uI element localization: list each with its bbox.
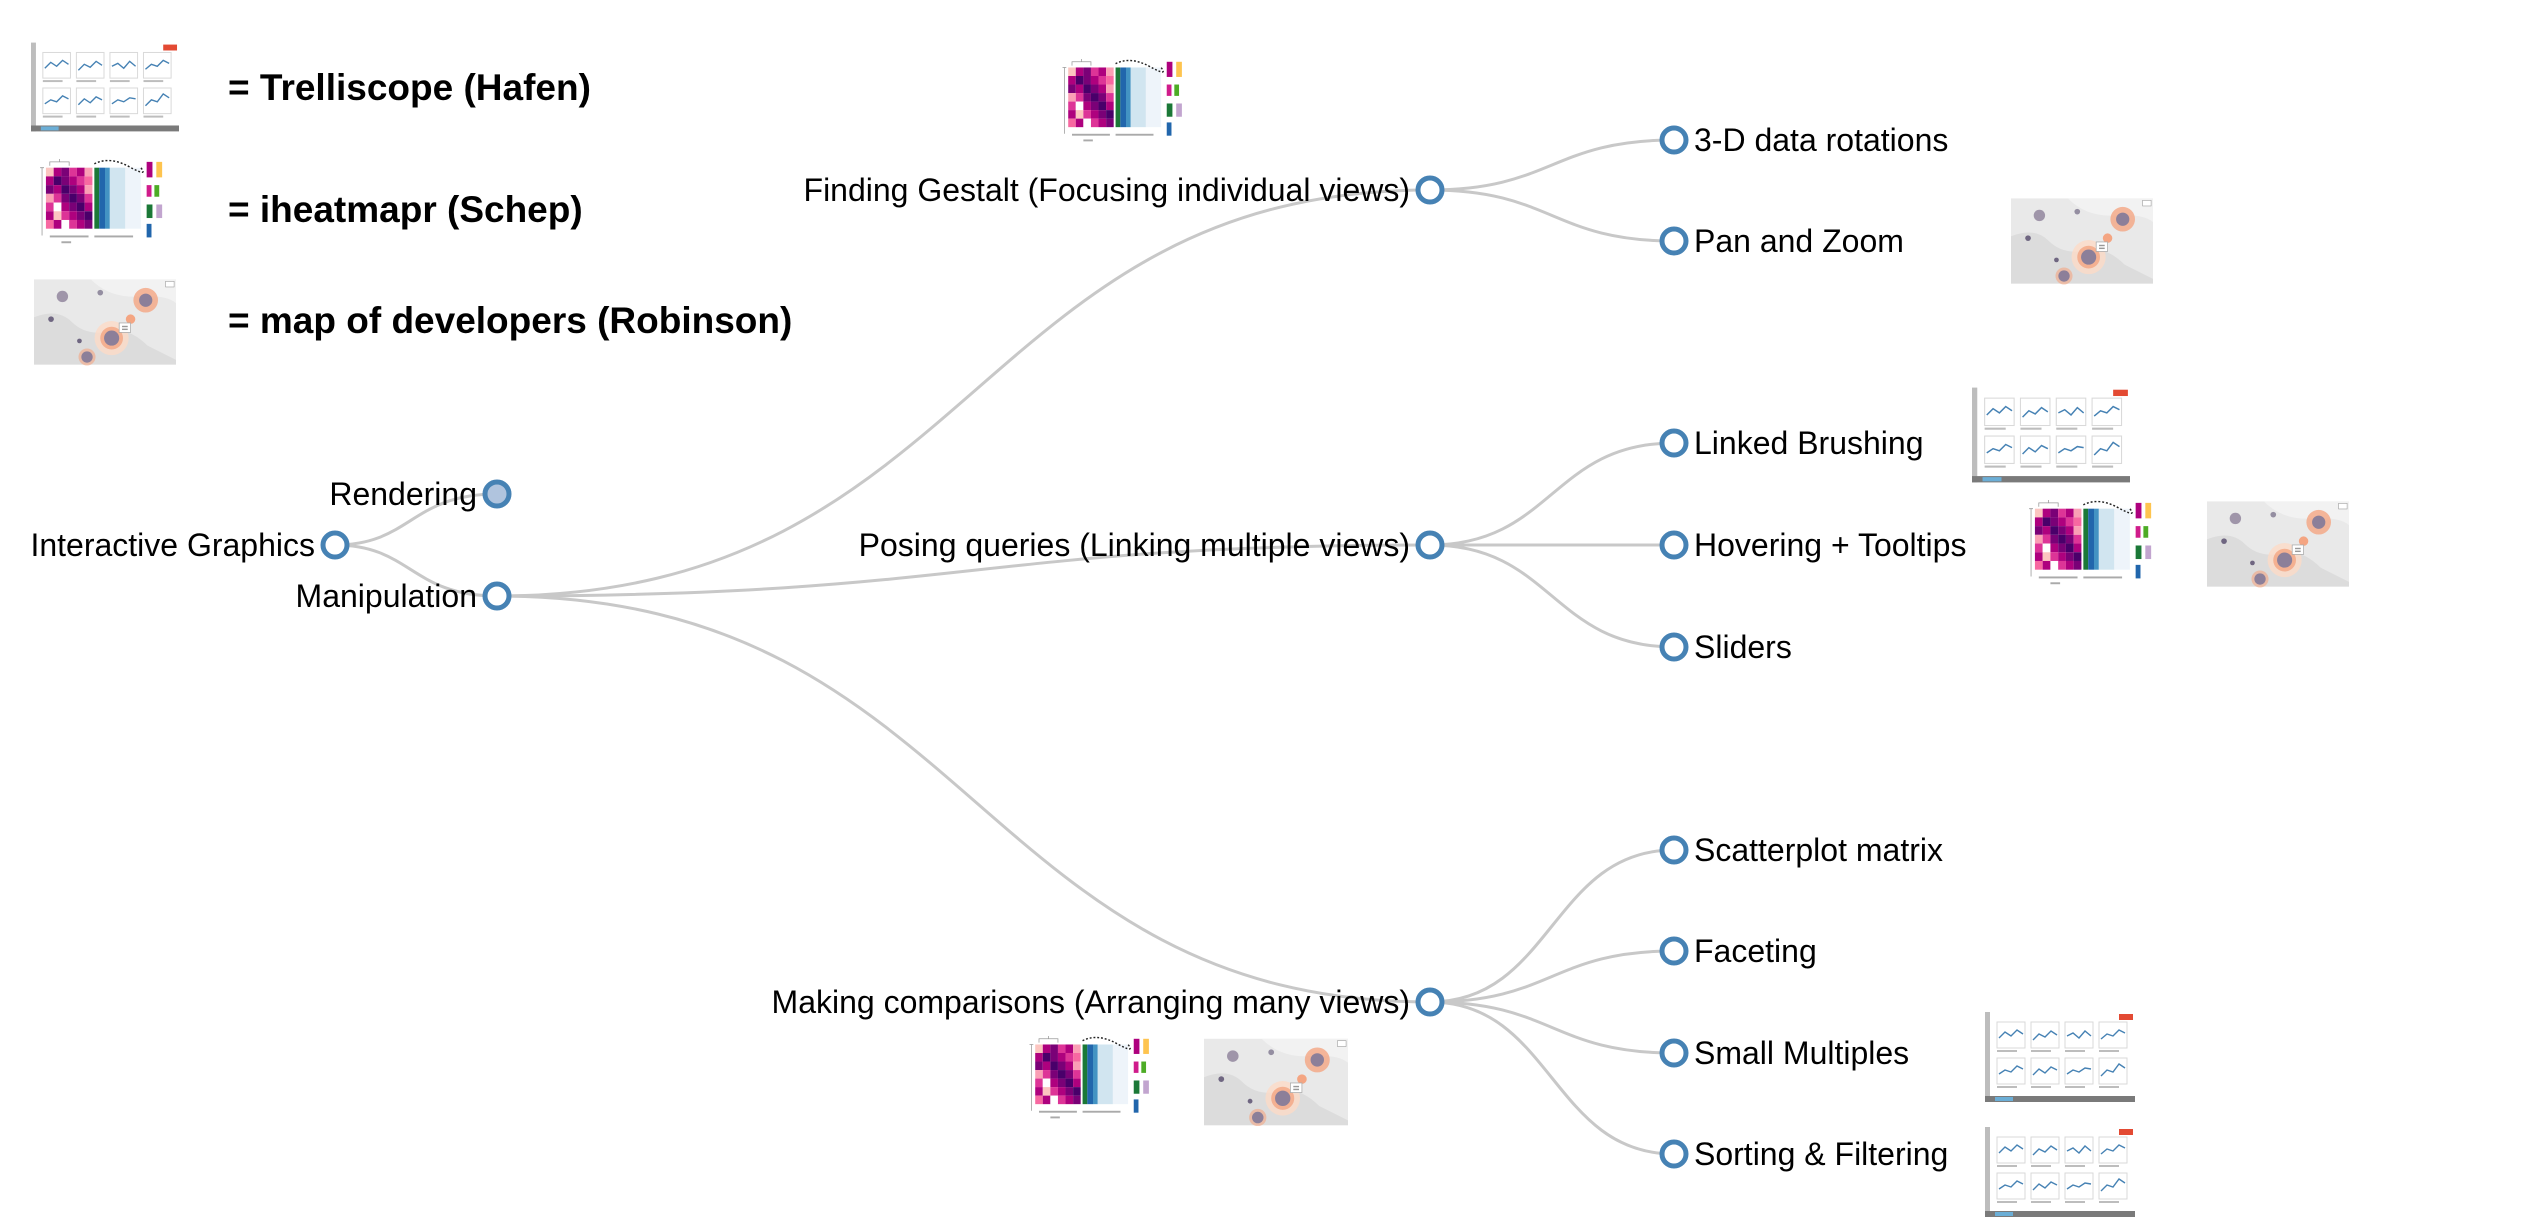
trelliscope-thumbnail — [31, 42, 179, 132]
node-sliders[interactable]: Sliders — [1659, 629, 1792, 665]
hovering-map-thumbnail — [2207, 500, 2349, 588]
link-interactive-graphics-manipulation — [334, 543, 498, 598]
link-finding-gestalt-pan-zoom — [1429, 188, 1675, 243]
node-label: Scatterplot matrix — [1694, 832, 1943, 868]
node-label: 3-D data rotations — [1694, 122, 1948, 158]
node-thumbnails — [1021, 58, 2349, 1218]
legend-label-iheatmapr: = iheatmapr (Schep) — [228, 189, 583, 230]
making-comparisons-map-thumbnail — [1204, 1038, 1348, 1126]
link-making-comparisons-small-multiples — [1429, 1000, 1675, 1055]
node-circle[interactable] — [1659, 226, 1689, 256]
node-label: Posing queries (Linking multiple views) — [859, 527, 1410, 563]
link-finding-gestalt-rotations — [1429, 138, 1675, 192]
node-label: Hovering + Tooltips — [1694, 527, 1966, 563]
node-label: Making comparisons (Arranging many views… — [772, 984, 1410, 1020]
node-circle[interactable] — [1659, 1139, 1689, 1169]
link-making-comparisons-faceting — [1429, 949, 1675, 1004]
node-label: Small Multiples — [1694, 1035, 1909, 1071]
node-circle[interactable] — [1415, 987, 1445, 1017]
node-circle[interactable] — [1659, 530, 1689, 560]
node-rotations[interactable]: 3-D data rotations — [1659, 122, 1948, 158]
heatmap-thumbnail — [31, 158, 179, 250]
link-manipulation-making-comparisons — [496, 594, 1431, 1004]
link-interactive-graphics-rendering — [334, 492, 498, 547]
link-posing-queries-sliders — [1429, 543, 1675, 649]
node-circle[interactable] — [1659, 835, 1689, 865]
node-circle[interactable] — [1659, 125, 1689, 155]
node-circle[interactable] — [1659, 632, 1689, 662]
map-thumbnail — [34, 278, 176, 366]
node-label: Manipulation — [296, 578, 477, 614]
node-posing-queries[interactable]: Posing queries (Linking multiple views) — [859, 527, 1445, 563]
hovering-heatmap-thumbnail — [2020, 499, 2168, 591]
node-making-comparisons[interactable]: Making comparisons (Arranging many views… — [772, 984, 1445, 1020]
node-finding-gestalt[interactable]: Finding Gestalt (Focusing individual vie… — [804, 172, 1445, 208]
node-manipulation[interactable]: Manipulation — [296, 578, 512, 614]
tree-links — [334, 138, 1675, 1156]
node-label: Rendering — [329, 476, 477, 512]
legend-label-map: = map of developers (Robinson) — [228, 300, 792, 341]
link-making-comparisons-sorting-filtering — [1429, 1000, 1675, 1156]
node-sorting-filtering[interactable]: Sorting & Filtering — [1659, 1136, 1948, 1172]
link-manipulation-finding-gestalt — [496, 188, 1431, 598]
node-label: Finding Gestalt (Focusing individual vie… — [804, 172, 1410, 208]
node-linked-brushing[interactable]: Linked Brushing — [1659, 425, 1923, 461]
node-label: Faceting — [1694, 933, 1817, 969]
tree-nodes: Interactive Graphics Rendering Manipulat… — [30, 122, 1966, 1172]
node-pan-zoom[interactable]: Pan and Zoom — [1659, 223, 1904, 259]
legend: = Trelliscope (Hafen) = iheatmapr (Schep… — [31, 42, 792, 366]
legend-label-trelliscope: = Trelliscope (Hafen) — [228, 67, 591, 108]
linked-brushing-trelliscope-thumbnail — [1972, 386, 2130, 484]
node-label: Sliders — [1694, 629, 1792, 665]
node-rendering[interactable]: Rendering — [329, 476, 512, 512]
node-circle[interactable] — [1659, 428, 1689, 458]
node-scatterplot-matrix[interactable]: Scatterplot matrix — [1659, 832, 1943, 868]
finding-gestalt-heatmap-thumbnail — [1054, 58, 1198, 148]
node-circle[interactable] — [482, 581, 512, 611]
node-circle[interactable] — [320, 530, 350, 560]
node-circle[interactable] — [1659, 1038, 1689, 1068]
node-small-multiples[interactable]: Small Multiples — [1659, 1035, 1909, 1071]
node-label: Sorting & Filtering — [1694, 1136, 1948, 1172]
node-label: Linked Brushing — [1694, 425, 1923, 461]
sorting-filtering-trelliscope-thumbnail — [1985, 1126, 2135, 1218]
link-making-comparisons-scatterplot-matrix — [1429, 848, 1675, 1004]
making-comparisons-heatmap-thumbnail — [1021, 1035, 1165, 1125]
node-circle[interactable] — [1659, 936, 1689, 966]
pan-zoom-map-thumbnail — [2011, 197, 2153, 285]
node-circle[interactable] — [1415, 530, 1445, 560]
node-hovering-tooltips[interactable]: Hovering + Tooltips — [1659, 527, 1966, 563]
node-label: Interactive Graphics — [30, 527, 315, 563]
node-interactive-graphics[interactable]: Interactive Graphics — [30, 527, 350, 563]
node-label: Pan and Zoom — [1694, 223, 1904, 259]
small-multiples-trelliscope-thumbnail — [1985, 1011, 2135, 1103]
node-faceting[interactable]: Faceting — [1659, 933, 1817, 969]
node-circle[interactable] — [1415, 175, 1445, 205]
node-circle[interactable] — [482, 479, 512, 509]
link-manipulation-posing-queries — [496, 543, 1431, 598]
link-posing-queries-linked-brushing — [1429, 441, 1675, 547]
